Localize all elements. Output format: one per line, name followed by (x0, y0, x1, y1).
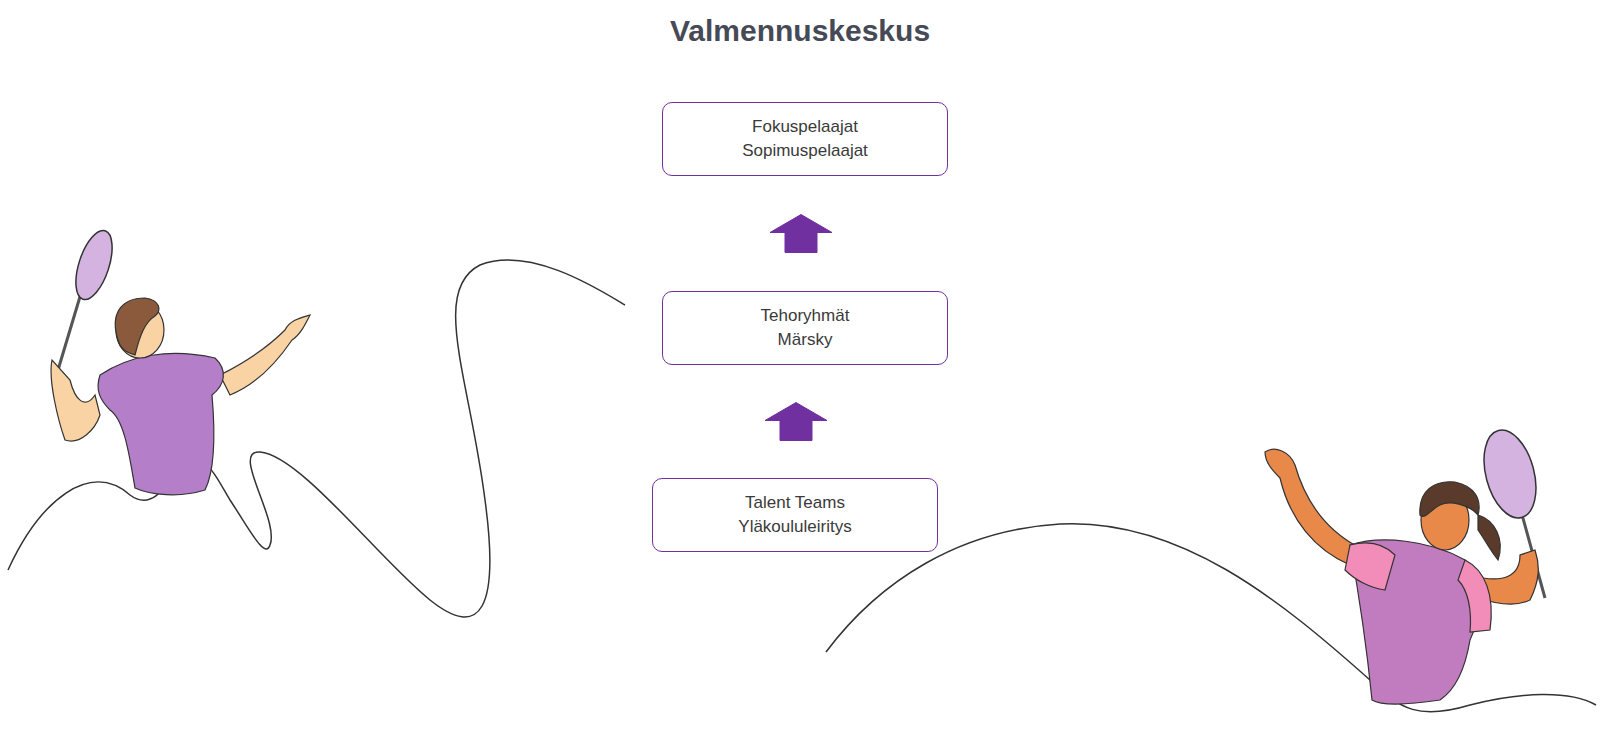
process-box: Talent TeamsYläkoululeiritys (652, 478, 938, 552)
block-arrow (765, 403, 827, 441)
block-arrow (770, 215, 832, 253)
box-text: Talent Teams (745, 491, 845, 515)
decor-line (8, 260, 625, 617)
box-text: Märsky (778, 328, 833, 352)
player-right (1265, 424, 1545, 704)
decor-line (826, 524, 1596, 712)
box-text: Tehoryhmät (761, 304, 850, 328)
box-text: Sopimuspelaajat (742, 139, 868, 163)
player-left (51, 226, 310, 495)
box-text: Fokuspelaajat (752, 115, 858, 139)
diagram-title: Valmennuskeskus (0, 14, 1600, 48)
process-box: TehoryhmätMärsky (662, 291, 948, 365)
box-text: Yläkoululeiritys (738, 515, 851, 539)
process-box: FokuspelaajatSopimuspelaajat (662, 102, 948, 176)
